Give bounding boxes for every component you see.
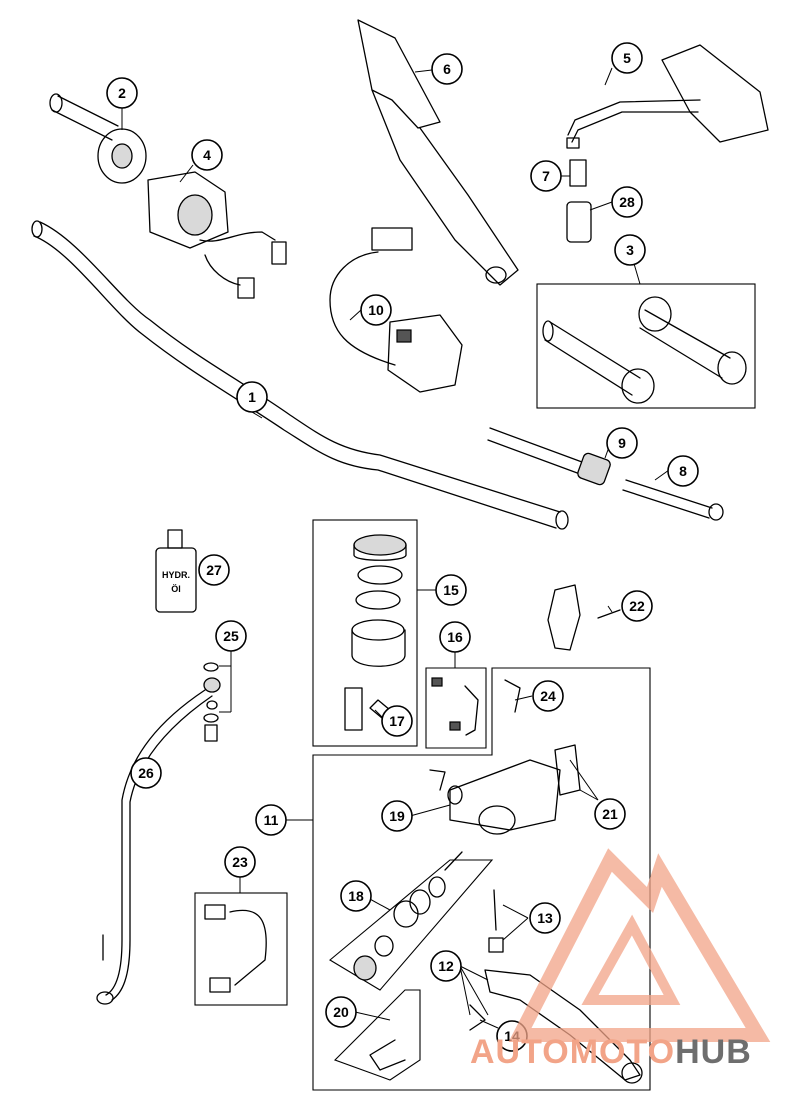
callout-19-label: 19 xyxy=(389,808,405,824)
callout-27-label: 27 xyxy=(206,562,222,578)
callout-20-label: 20 xyxy=(333,1004,349,1020)
frame-bracket-16 xyxy=(425,667,487,749)
callout-19: 19 xyxy=(381,800,413,832)
callout-17: 17 xyxy=(381,705,413,737)
callout-6: 6 xyxy=(431,53,463,85)
callout-17-label: 17 xyxy=(389,713,405,729)
hydraulic-oil-bottle: HYDR. Öl xyxy=(155,529,197,613)
callout-1-label: 1 xyxy=(248,389,256,405)
bar-end-weight-9 xyxy=(487,427,611,486)
grips-pair xyxy=(542,296,747,404)
callout-23: 23 xyxy=(224,846,256,878)
callout-9-label: 9 xyxy=(618,435,626,451)
right-switch xyxy=(329,227,463,393)
watermark-text: AUTOMOTOHUB xyxy=(470,1033,752,1071)
master-cylinder xyxy=(429,744,581,835)
brake-hose xyxy=(96,689,213,1005)
callout-10: 10 xyxy=(360,294,392,326)
throttle-grip xyxy=(357,19,519,286)
callout-4: 4 xyxy=(191,139,223,171)
bracket-16 xyxy=(431,677,479,736)
callout-25-label: 25 xyxy=(223,628,239,644)
callout-4-label: 4 xyxy=(203,147,211,163)
callout-8-label: 8 xyxy=(679,463,687,479)
callout-16-label: 16 xyxy=(447,629,463,645)
grip-left xyxy=(49,93,147,184)
callout-27: 27 xyxy=(198,554,230,586)
callout-12-label: 12 xyxy=(438,958,454,974)
bottle-label-1: HYDR. xyxy=(162,570,190,580)
frame-switch-23 xyxy=(194,892,288,1006)
adapter-7 xyxy=(569,159,587,187)
callout-16: 16 xyxy=(439,621,471,653)
banjo-bolt-set xyxy=(203,662,221,742)
callout-1: 1 xyxy=(236,381,268,413)
bottle-label-2: Öl xyxy=(171,584,181,594)
callout-26-label: 26 xyxy=(138,765,154,781)
reservoir-parts xyxy=(344,534,407,731)
callout-8: 8 xyxy=(667,455,699,487)
screw-13 xyxy=(488,889,504,953)
watermark-moto: MOTO xyxy=(570,1033,675,1071)
callout-11: 11 xyxy=(255,804,287,836)
callout-3-label: 3 xyxy=(626,242,634,258)
piston-set-18 xyxy=(329,851,494,991)
left-switch xyxy=(147,171,287,299)
watermark-hub: HUB xyxy=(675,1033,752,1071)
callout-12: 12 xyxy=(430,950,462,982)
callout-5-label: 5 xyxy=(623,50,631,66)
mirror xyxy=(566,44,769,149)
bleeder-24 xyxy=(504,679,521,713)
callout-26: 26 xyxy=(130,757,162,789)
bolt-8 xyxy=(622,479,724,521)
callout-28-label: 28 xyxy=(619,194,635,210)
callout-7: 7 xyxy=(530,160,562,192)
callout-7-label: 7 xyxy=(542,168,550,184)
frame-clutch-assembly-11 xyxy=(312,667,651,1091)
callout-6-label: 6 xyxy=(443,61,451,77)
handlebar xyxy=(31,220,569,530)
callout-22: 22 xyxy=(621,590,653,622)
callout-20: 20 xyxy=(325,996,357,1028)
callout-18-label: 18 xyxy=(348,888,364,904)
pushrod-20 xyxy=(334,989,421,1081)
callout-11-label: 11 xyxy=(264,812,279,828)
callout-28: 28 xyxy=(611,186,643,218)
callout-24-label: 24 xyxy=(540,688,556,704)
callout-13-label: 13 xyxy=(537,910,553,926)
leader-lines xyxy=(121,67,670,1029)
watermark-triangle-inner xyxy=(581,914,681,1005)
callout-21-label: 21 xyxy=(602,806,618,822)
watermark-triangle xyxy=(508,848,771,1042)
callout-25: 25 xyxy=(215,620,247,652)
clutch-switch xyxy=(204,904,267,993)
callout-21: 21 xyxy=(594,798,626,830)
callout-23-label: 23 xyxy=(232,854,248,870)
callout-15-label: 15 xyxy=(443,582,459,598)
callout-18: 18 xyxy=(340,880,372,912)
clutch-lever xyxy=(469,969,643,1084)
callout-22-label: 22 xyxy=(629,598,645,614)
watermark-auto: AUTO xyxy=(470,1033,570,1071)
callout-5: 5 xyxy=(611,42,643,74)
frame-grips-3 xyxy=(536,283,756,409)
clamp-22 xyxy=(547,584,621,651)
callout-2-label: 2 xyxy=(118,85,126,101)
callout-2: 2 xyxy=(106,77,138,109)
callout-15: 15 xyxy=(435,574,467,606)
frame-reservoir-15 xyxy=(312,519,418,747)
watermark-logo xyxy=(508,848,771,1042)
callout-9: 9 xyxy=(606,427,638,459)
callout-3: 3 xyxy=(614,234,646,266)
callout-10-label: 10 xyxy=(368,302,384,318)
callout-13: 13 xyxy=(529,902,561,934)
nut-28 xyxy=(566,201,592,243)
callout-24: 24 xyxy=(532,680,564,712)
